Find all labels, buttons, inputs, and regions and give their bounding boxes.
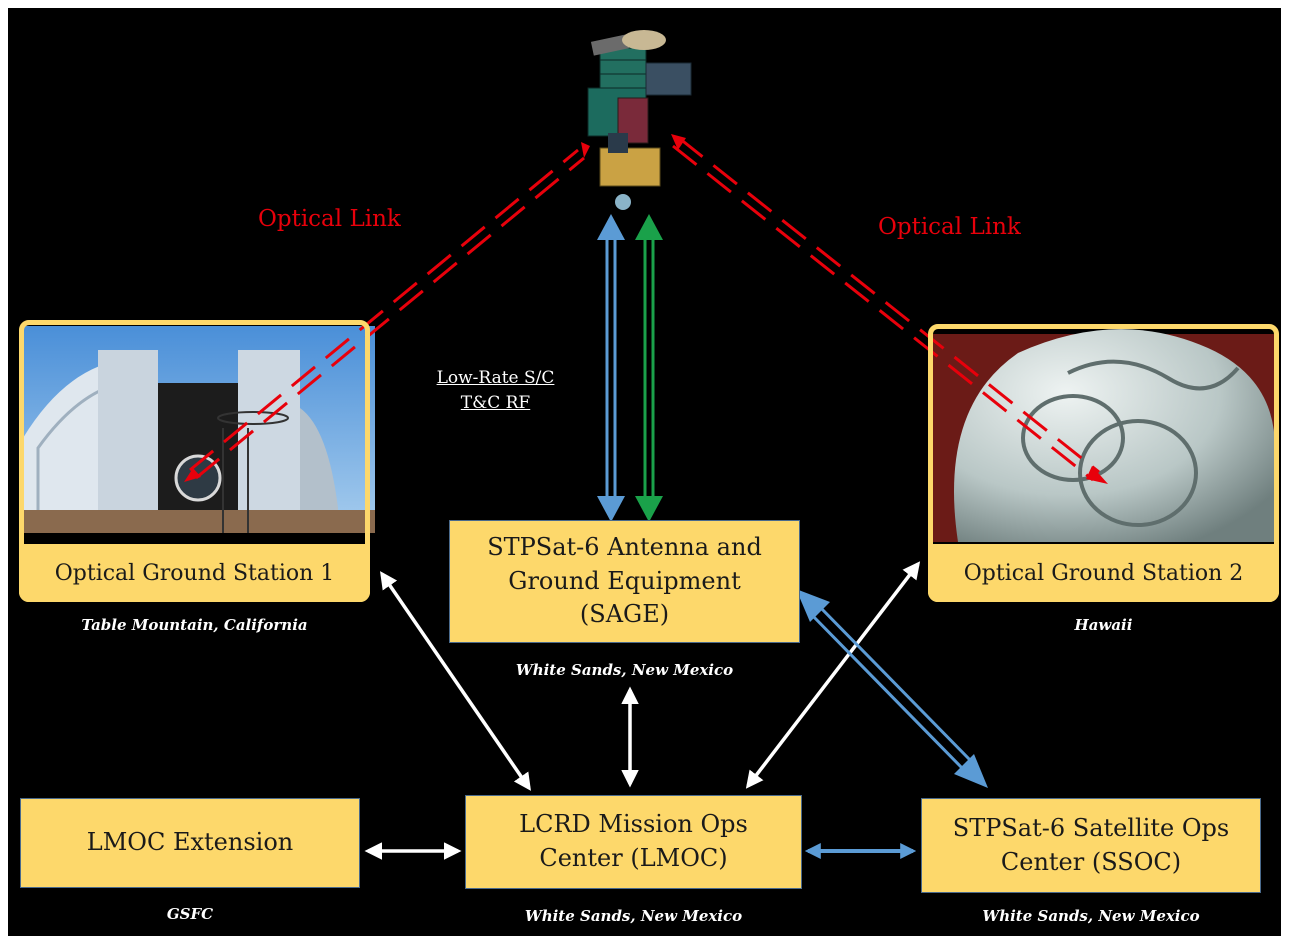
ogs1-label: Optical Ground Station 1 bbox=[54, 560, 335, 586]
lmoc-extension-box: LMOC Extension bbox=[20, 798, 360, 888]
optical-link-right bbox=[671, 134, 1108, 484]
ogs2-location: Hawaii bbox=[1074, 616, 1133, 634]
lmoc-box: LCRD Mission Ops Center (LMOC) bbox=[465, 795, 802, 889]
rf-link-blue bbox=[597, 214, 625, 522]
link-sage-ssoc bbox=[796, 589, 988, 788]
link-ogs2-lmoc bbox=[745, 561, 921, 789]
ogs1-location: Table Mountain, California bbox=[81, 616, 308, 634]
rf-link-green bbox=[635, 214, 663, 522]
rf-link-label-line1: Low-Rate S/C bbox=[436, 368, 555, 388]
ogs2-label: Optical Ground Station 2 bbox=[963, 560, 1244, 586]
ogs1-photo bbox=[23, 326, 375, 533]
optical-link-left bbox=[184, 142, 590, 482]
diagram-canvas: Optical Ground Station 1 Optical Ground … bbox=[8, 8, 1281, 936]
link-ogs1-lmoc bbox=[380, 571, 531, 791]
sage-location: White Sands, New Mexico bbox=[515, 661, 734, 679]
optical-ground-station-2: Optical Ground Station 2 bbox=[928, 324, 1279, 602]
optical-link-label-right: Optical Link bbox=[878, 214, 1021, 240]
optical-ground-station-1: Optical Ground Station 1 bbox=[19, 320, 370, 602]
optical-link-label-left: Optical Link bbox=[258, 206, 401, 232]
sage-box: STPSat-6 Antenna and Ground Equipment (S… bbox=[449, 520, 800, 643]
lmoc-extension-location: GSFC bbox=[166, 905, 214, 923]
satellite-icon bbox=[587, 30, 692, 210]
ogs2-photo bbox=[933, 329, 1275, 542]
rf-link-label-line2: T&C RF bbox=[460, 392, 531, 413]
lmoc-location: White Sands, New Mexico bbox=[524, 907, 743, 925]
rf-link-label: Low-Rate S/C T&C RF bbox=[428, 366, 563, 415]
ssoc-location: White Sands, New Mexico bbox=[982, 907, 1200, 925]
ssoc-box: STPSat-6 Satellite Ops Center (SSOC) bbox=[921, 798, 1261, 893]
connections-layer bbox=[23, 30, 1275, 860]
